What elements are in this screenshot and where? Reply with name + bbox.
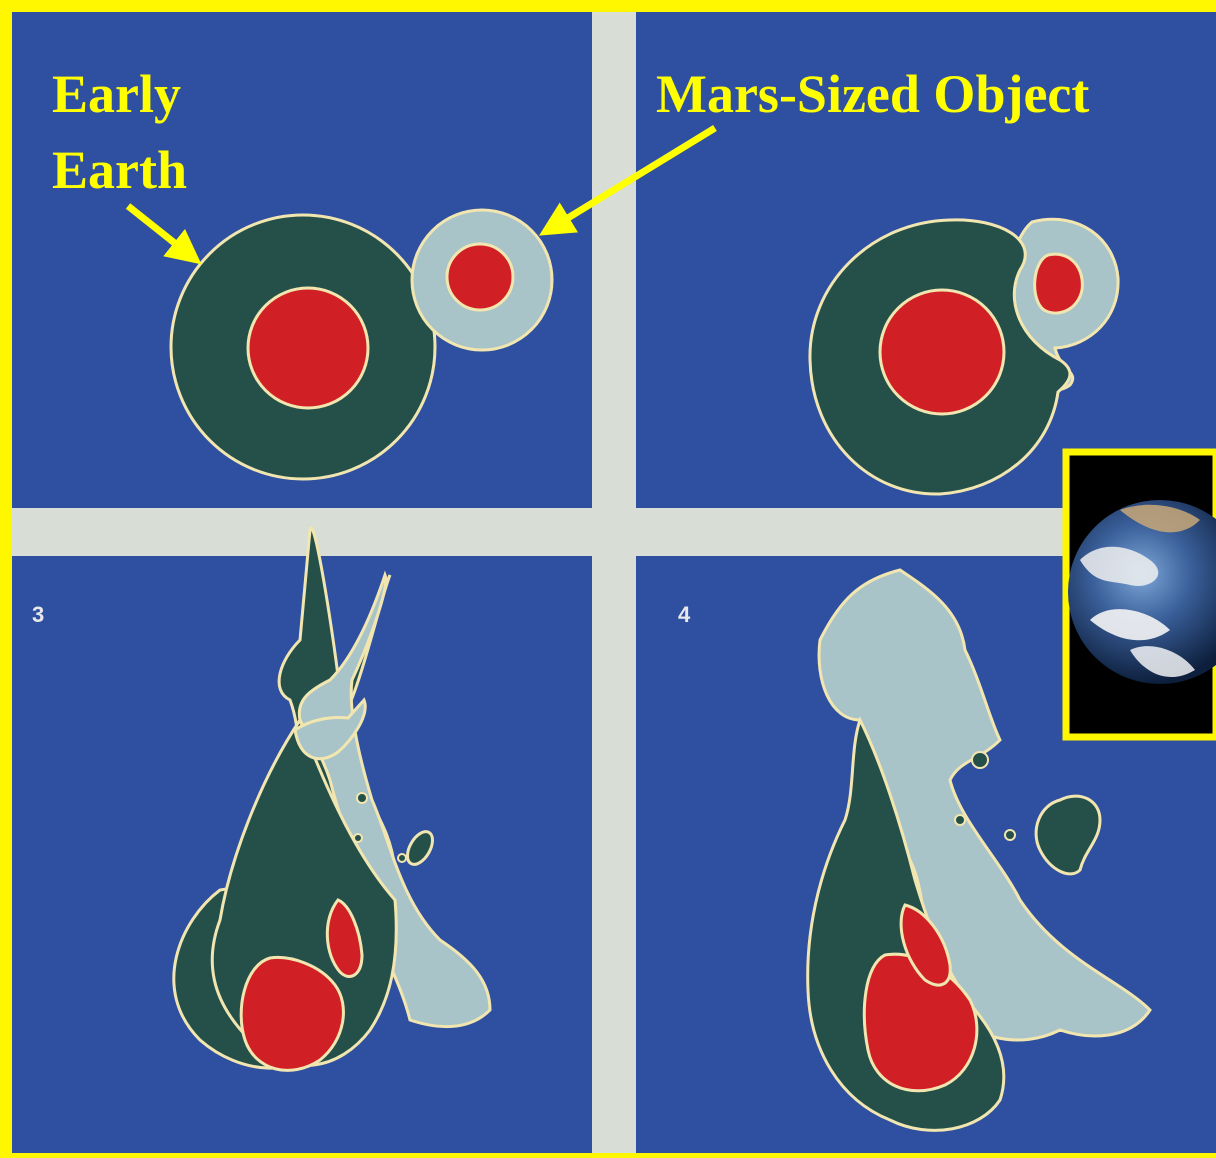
debris-fragment [1034,794,1102,876]
arrow-to-early-earth [125,203,202,265]
panel-3-bodies [172,526,492,1072]
panel-4-bodies [806,568,1152,1132]
impactor-core [445,242,515,312]
panel-2-bodies [808,217,1120,496]
impactor-core-panel-2 [1033,252,1084,315]
impactor-core-panel-3 [325,898,364,978]
panel-number-4: 4 [678,602,691,627]
debris-fragment [397,853,407,863]
debris-fragment [971,751,989,769]
impactor-plume-panel-3 [293,697,367,761]
earth-core-panel-2 [878,288,1006,416]
debris-fragment [406,830,434,866]
debris-fragment [1004,829,1016,841]
label-earth-line2: Earth [52,140,187,200]
earth-photo-inset [1062,448,1216,741]
arrow-to-mars-sized-object [539,125,717,236]
early-earth-core [246,286,370,410]
debris-fragment [954,814,966,826]
panel-1-bodies [169,208,554,481]
label-early-line1: Early [52,64,181,124]
earth-photo [1068,500,1216,684]
earth-core-panel-3 [239,955,345,1072]
panel-number-3: 3 [32,602,44,627]
debris-fragment [356,792,368,804]
earth-clouds [1080,504,1200,678]
label-mars-sized-object: Mars-Sized Object [656,64,1089,124]
debris-fragment [353,833,363,843]
impactor-core-panel-4 [899,903,952,987]
